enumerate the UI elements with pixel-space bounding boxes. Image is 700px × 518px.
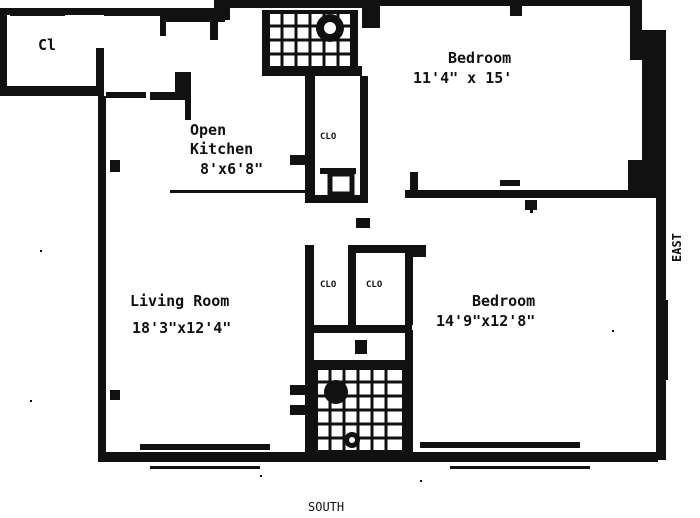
bedroom-north-name: Bedroom [448, 49, 512, 67]
bath-south-tiles [314, 366, 406, 454]
closet-tag-kitchen: CLO [320, 132, 337, 142]
bedroom-north-dims: 11'4" x 15' [413, 69, 513, 87]
closet-tag-bedroom: CLO [366, 280, 383, 290]
south-compass-label: SOUTH [308, 500, 345, 514]
kitchen-name-line2: Kitchen [190, 140, 254, 158]
bedroom-south-dims: 14'9"x12'8" [436, 312, 536, 330]
living-room-name: Living Room [130, 292, 230, 310]
bath-north-tiles [266, 10, 354, 70]
kitchen-dims: 8'x6'8" [200, 160, 264, 178]
east-compass-label: EAST [670, 233, 684, 262]
kitchen-name-line1: Open [190, 121, 227, 139]
closet-label: Cl [38, 36, 57, 54]
bedroom-south-name: Bedroom [472, 292, 536, 310]
scan-speckles [30, 210, 614, 482]
living-room-dims: 18'3"x12'4" [132, 319, 232, 337]
closet-tag-living: CLO [320, 280, 337, 290]
